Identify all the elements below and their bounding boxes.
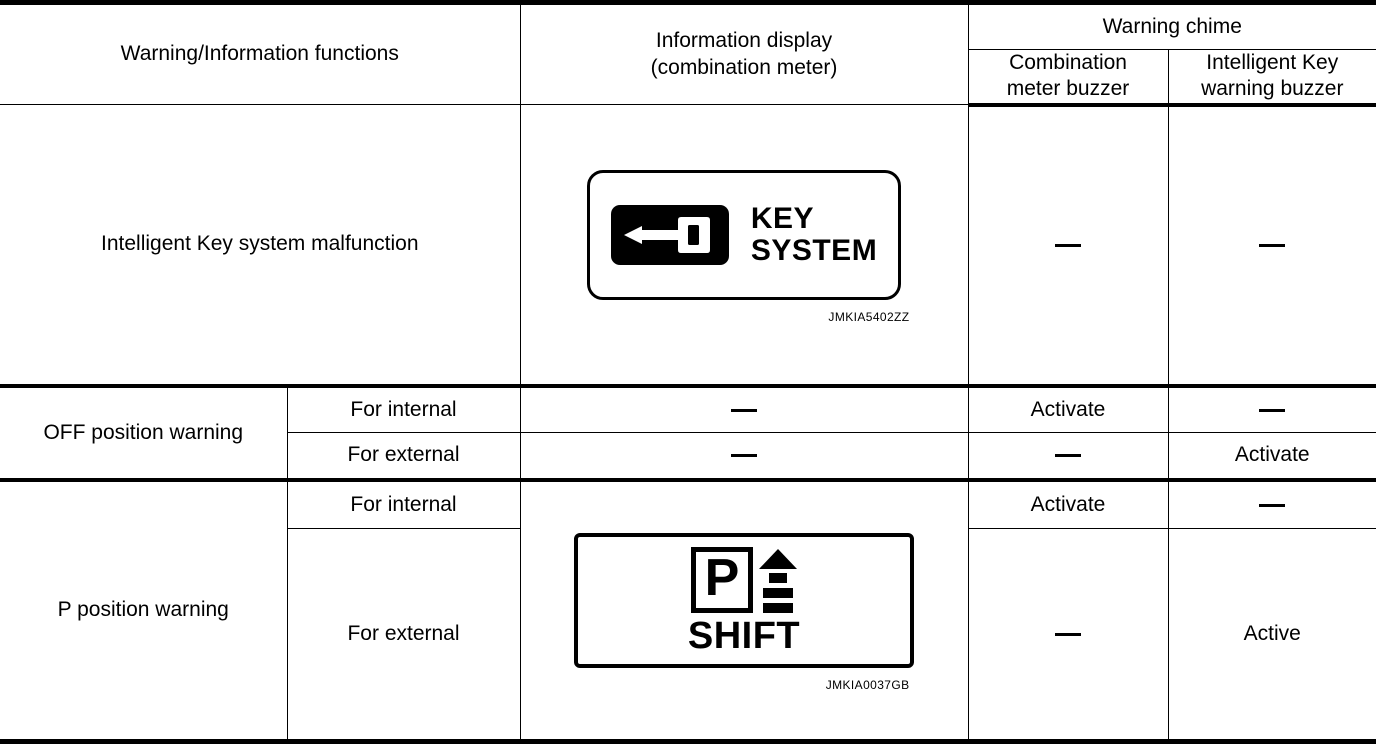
table-row: P position warning For internal P — [0, 479, 1376, 742]
cell-combination-meter-buzzer — [967, 527, 1169, 743]
row-label-intelligent-key-system-malfunction: Intelligent Key system malfunction — [0, 103, 521, 388]
dash-icon — [1259, 243, 1286, 247]
dash-icon — [1055, 632, 1082, 636]
header-row-sub: Combination meter buzzer Intelligent Key… — [0, 49, 1376, 107]
header-combination-meter-buzzer: Combination meter buzzer — [968, 49, 1169, 107]
figure-key-system: KEY SYSTEM JMKIA5402ZZ — [521, 160, 968, 329]
cell-information-display-p-shift: P SHIFT JMKIA0037GB — [519, 479, 969, 742]
table-row: For external Active — [0, 527, 1376, 743]
key-system-label-line2: SYSTEM — [750, 233, 878, 267]
arrow-head — [759, 548, 798, 569]
arrow-dash-1 — [763, 587, 794, 598]
p-shift-row: P — [691, 546, 798, 613]
cell-combination-meter-buzzer — [967, 103, 1169, 388]
dash-icon — [731, 454, 758, 458]
figure-caption-key-system: JMKIA5402ZZ — [828, 309, 910, 324]
header-combination-meter-buzzer-line1: Combination — [1009, 51, 1127, 74]
key-system-indicator: KEY SYSTEM — [587, 169, 902, 300]
row-subtype-for-internal: For internal — [286, 385, 521, 434]
header-warning-chime: Warning chime — [967, 2, 1376, 50]
cell-intelligent-key-warning-buzzer: Activate — [1167, 432, 1376, 482]
arrow-stem — [769, 572, 788, 583]
cell-combination-meter-buzzer — [967, 432, 1169, 482]
dash-icon — [1055, 243, 1082, 247]
table-row: Intelligent Key system malfunction — [0, 103, 1376, 388]
arrow-dash-2 — [763, 602, 794, 613]
p-letter: P — [704, 548, 740, 607]
shift-label: SHIFT — [687, 614, 801, 657]
dash-icon — [1259, 503, 1286, 507]
header-intelligent-key-warning-buzzer: Intelligent Key warning buzzer — [1167, 49, 1376, 107]
table-header: Warning/Information functions Informatio… — [0, 2, 1376, 107]
row-subtype-for-external: For external — [287, 527, 521, 743]
row-subtype-for-internal: For internal — [286, 479, 521, 529]
cell-information-display — [519, 385, 969, 434]
dash-icon — [1055, 454, 1082, 458]
row-label-off-position-warning: OFF position warning — [0, 385, 288, 482]
dash-icon — [1259, 408, 1286, 412]
key-system-label: KEY SYSTEM — [751, 203, 877, 267]
header-combination-meter-buzzer-line2: meter buzzer — [1006, 77, 1130, 101]
figure-p-shift: P SHIFT JMKIA0037GB — [521, 523, 968, 697]
row-subtype-for-external: For external — [287, 432, 521, 482]
table-row: For external Activate — [0, 432, 1376, 482]
header-information-display: Information display (combination meter) — [519, 2, 969, 105]
key-icon — [610, 204, 729, 265]
cell-intelligent-key-warning-buzzer — [1167, 103, 1376, 388]
table-row: OFF position warning For internal Activa… — [0, 385, 1376, 482]
header-information-display-line2: (combination meter) — [650, 55, 838, 79]
table-body: Intelligent Key system malfunction — [0, 103, 1376, 743]
cell-intelligent-key-warning-buzzer — [1167, 385, 1376, 434]
header-information-display-line1: Information display — [655, 29, 833, 53]
p-letter-box: P — [691, 546, 754, 613]
header-warning-information-functions: Warning/Information functions — [0, 2, 521, 105]
cell-information-display — [519, 432, 969, 482]
cell-information-display-key-system: KEY SYSTEM JMKIA5402ZZ — [519, 103, 969, 388]
figure-caption-p-shift: JMKIA0037GB — [825, 678, 910, 693]
cell-combination-meter-buzzer: Activate — [967, 385, 1169, 434]
header-intelligent-key-warning-buzzer-line2: warning buzzer — [1201, 77, 1344, 101]
dash-icon — [731, 408, 758, 412]
cell-intelligent-key-warning-buzzer — [1167, 479, 1376, 529]
row-label-p-position-warning: P position warning — [0, 479, 288, 742]
header-intelligent-key-warning-buzzer-line1: Intelligent Key — [1206, 51, 1339, 74]
p-shift-indicator: P SHIFT — [574, 533, 915, 669]
key-system-label-line1: KEY — [750, 202, 815, 236]
cell-combination-meter-buzzer: Activate — [967, 479, 1169, 529]
header-row-top: Warning/Information functions Informatio… — [0, 2, 1376, 105]
cell-intelligent-key-warning-buzzer: Active — [1167, 527, 1376, 743]
shift-up-arrow-icon — [759, 547, 798, 613]
